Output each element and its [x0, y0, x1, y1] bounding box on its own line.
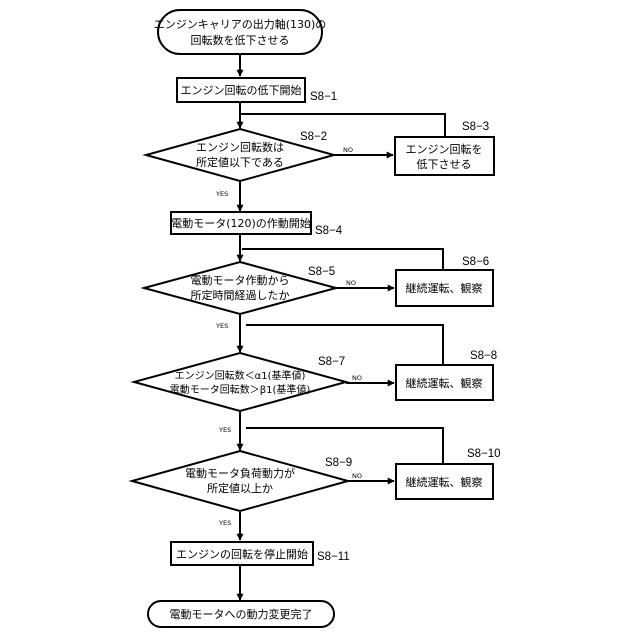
end-text: 電動モータへの動力変更完了 [170, 607, 313, 621]
s8-2-yes-label: YES [215, 190, 228, 198]
s8-1-text: エンジン回転の低下開始 [181, 83, 302, 97]
s8-10-text: 継続運転、観察 [406, 475, 483, 489]
loop-s8-6-to-s8-5 [242, 249, 443, 270]
step-s8-5: 電動モータ作動から 所定時間経過したか S8−5 NO YES [144, 262, 356, 330]
s8-1-label: S8−1 [310, 91, 337, 103]
s8-2-text-line2: 所定値以下である [196, 155, 284, 169]
s8-4-text: 電動モータ(120)の作動開始 [171, 216, 311, 230]
s8-9-text-line1: 電動モータ負荷動力が [185, 466, 295, 480]
step-s8-4: 電動モータ(120)の作動開始 S8−4 [171, 212, 343, 237]
step-s8-11: エンジンの回転を停止開始 S8−11 [171, 542, 350, 565]
s8-7-label: S8−7 [318, 356, 345, 368]
step-s8-8: 継続運転、観察 S8−8 [396, 350, 497, 400]
step-s8-7: エンジン回転数＜α1(基準値) 電動モータ回転数＞β1(基準値) S8−7 NO… [134, 353, 362, 434]
step-s8-6: 継続運転、観察 S8−6 [396, 256, 493, 306]
s8-11-text: エンジンの回転を停止開始 [176, 547, 308, 561]
start-text-line2: 回転数を低下させる [191, 34, 290, 47]
s8-9-label: S8−9 [325, 457, 352, 469]
s8-7-text-line2: 電動モータ回転数＞β1(基準値) [170, 383, 311, 396]
s8-9-no-label: NO [352, 472, 362, 480]
start-text-line1: エンジンキャリアの出力軸(130)の [154, 17, 327, 31]
s8-11-label: S8−11 [317, 551, 350, 563]
s8-9-diamond [132, 451, 348, 511]
s8-8-label: S8−8 [470, 350, 497, 362]
s8-2-text-line1: エンジン回転数は [196, 141, 284, 154]
start-shape [158, 10, 322, 54]
s8-5-no-label: NO [346, 279, 356, 287]
step-s8-2: エンジン回転数は 所定値以下である S8−2 NO YES [146, 129, 353, 198]
s8-9-yes-label: YES [218, 519, 231, 527]
loop-s8-3-to-s8-2 [240, 114, 445, 137]
s8-3-label: S8−3 [462, 121, 489, 133]
s8-6-label: S8−6 [462, 256, 489, 268]
s8-2-no-label: NO [343, 146, 353, 154]
s8-5-label: S8−5 [308, 266, 335, 278]
s8-5-text-line1: 電動モータ作動から [191, 273, 290, 287]
s8-5-yes-label: YES [215, 322, 228, 330]
s8-7-no-label: NO [352, 374, 362, 382]
start-terminal: エンジンキャリアの出力軸(130)の 回転数を低下させる [154, 10, 327, 54]
s8-6-text: 継続運転、観察 [406, 281, 483, 295]
s8-3-text-line1: エンジン回転を [406, 143, 483, 156]
s8-7-text-line1: エンジン回転数＜α1(基準値) [175, 369, 306, 382]
s8-10-label: S8−10 [467, 448, 501, 460]
s8-7-diamond [134, 353, 346, 411]
s8-2-label: S8−2 [300, 131, 327, 143]
end-terminal: 電動モータへの動力変更完了 [148, 601, 334, 627]
step-s8-9: 電動モータ負荷動力が 所定値以上か S8−9 NO YES [132, 451, 362, 527]
step-s8-1: エンジン回転の低下開始 S8−1 [177, 78, 337, 103]
s8-5-text-line2: 所定時間経過したか [191, 288, 290, 302]
s8-4-label: S8−4 [315, 225, 343, 237]
s8-7-yes-label: YES [218, 426, 231, 434]
s8-3-text-line2: 低下させる [417, 158, 472, 171]
s8-9-text-line2: 所定値以上か [207, 481, 273, 495]
step-s8-10: 継続運転、観察 S8−10 [396, 448, 501, 499]
s8-8-text: 継続運転、観察 [406, 376, 483, 390]
